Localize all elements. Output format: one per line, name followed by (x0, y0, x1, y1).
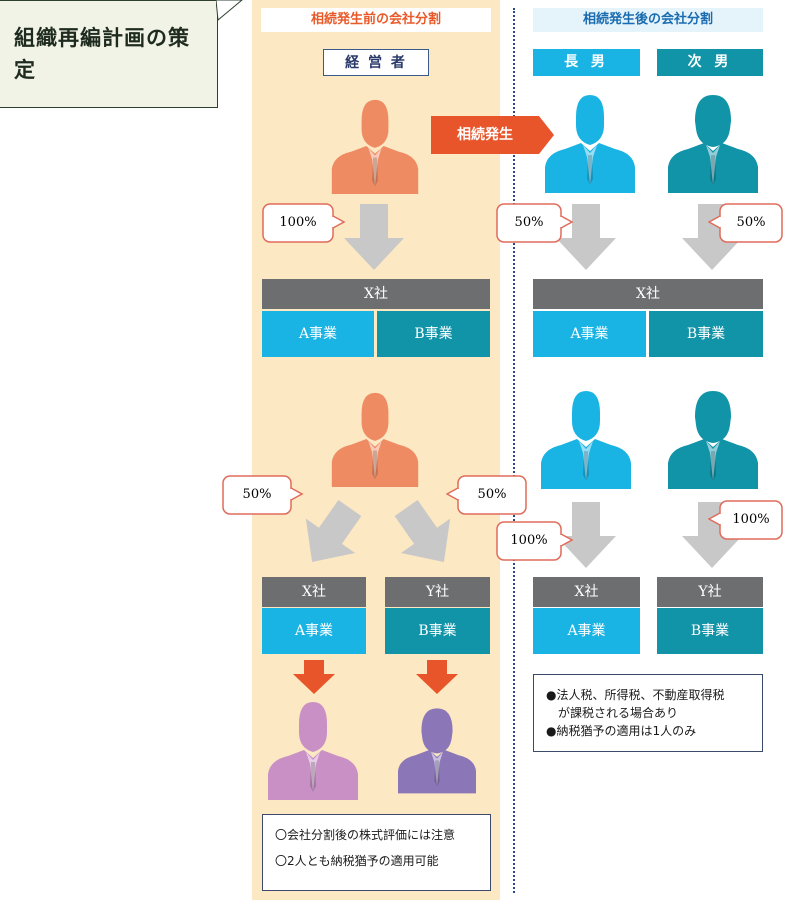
business-b-right: B事業 (649, 311, 763, 357)
inheritance-event-label: 相続発生 (457, 127, 513, 143)
divider-line (513, 8, 515, 893)
callout-bubble (708, 500, 783, 540)
role-eldest-son: 長 男 (533, 49, 640, 76)
callout-eldest-bottom: 100% (510, 533, 548, 548)
title-card (0, 0, 218, 108)
callout-eldest-top: 50% (514, 215, 544, 230)
business-a-bottom-left: A事業 (262, 608, 366, 654)
business-a-bottom-right: A事業 (533, 608, 640, 654)
callout-bubble (708, 203, 783, 243)
business-b-bottom-left: B事業 (385, 608, 490, 654)
business-b-bottom-right: B事業 (657, 608, 763, 654)
note-right-line: ●納税猶予の適用は1人のみ (546, 724, 697, 738)
note-right-line: が課税される場合あり (546, 706, 679, 720)
company-x-bar-bottom-right: X社 (533, 577, 640, 607)
manager-person-icon (331, 99, 419, 194)
right-header: 相続発生後の会社分割 (533, 8, 763, 32)
company-y-bar-bottom-left: Y社 (385, 577, 490, 607)
second-son-person-icon (668, 391, 758, 489)
note-right: ●法人税、所得税、不動産取得税 が課税される場合あり ●納税猶予の適用は1人のみ (533, 674, 763, 752)
arrow-down-red-icon (416, 660, 458, 694)
business-b-left: B事業 (377, 311, 490, 357)
callout-second-bottom: 100% (732, 512, 770, 527)
heir-second-person-icon (398, 708, 476, 794)
company-x-bar-right: X社 (533, 279, 763, 309)
callout-manager-top: 100% (279, 215, 317, 230)
callout-manager-left: 50% (242, 487, 272, 502)
callout-bubble (262, 203, 346, 243)
eldest-son-person-icon (541, 391, 631, 489)
note-left-line: 〇2人とも納税猶予の適用可能 (275, 854, 439, 868)
role-second-son: 次 男 (657, 49, 763, 76)
callout-bubble (496, 203, 574, 243)
page-title: 組織再編計画の策定 (14, 26, 190, 82)
callout-bubble (496, 521, 574, 561)
role-manager: 経 営 者 (323, 49, 429, 76)
callout-bubble (222, 475, 304, 515)
callout-manager-right: 50% (477, 487, 507, 502)
business-a-left: A事業 (262, 311, 374, 357)
second-son-person-icon (668, 95, 758, 193)
manager-person-icon (331, 392, 419, 487)
inheritance-event-arrow (431, 116, 554, 154)
arrow-down-icon (344, 204, 404, 270)
eldest-son-person-icon (545, 95, 635, 193)
company-y-bar-bottom-right: Y社 (657, 577, 763, 607)
business-a-right: A事業 (533, 311, 646, 357)
note-right-line: ●法人税、所得税、不動産取得税 (546, 688, 725, 702)
left-header: 相続発生前の会社分割 (261, 8, 491, 32)
arrow-diagonal-icon (296, 500, 366, 570)
callout-bubble (446, 475, 527, 515)
company-x-bar-bottom-left: X社 (262, 577, 366, 607)
title-card-fold (216, 0, 243, 21)
note-left: 〇会社分割後の株式評価には注意 〇2人とも納税猶予の適用可能 (262, 814, 491, 891)
heir-eldest-person-icon (268, 702, 358, 800)
company-x-bar-left: X社 (262, 279, 490, 309)
arrow-down-red-icon (293, 660, 335, 694)
note-left-line: 〇会社分割後の株式評価には注意 (275, 828, 456, 842)
callout-second-top: 50% (736, 215, 766, 230)
